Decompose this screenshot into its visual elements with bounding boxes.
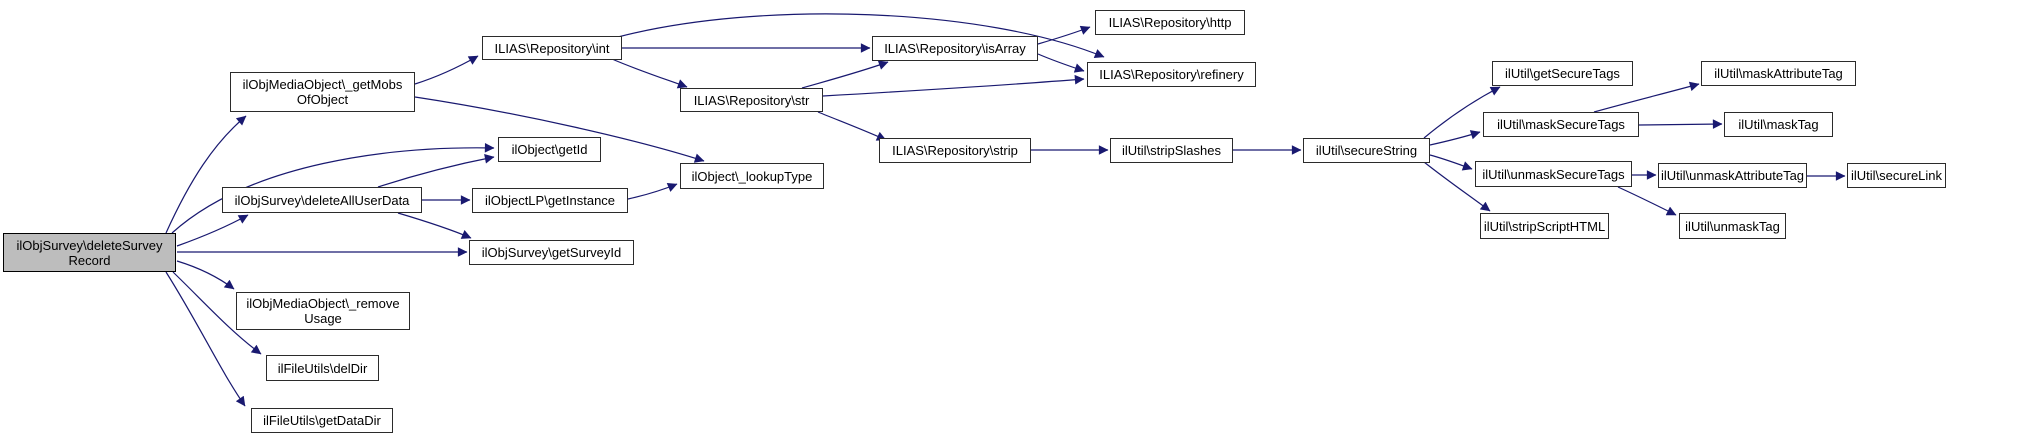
edge-secureString-to-getSecureTags (1423, 86, 1501, 139)
node-repoInt[interactable]: ILIAS\Repository\int (482, 36, 622, 60)
edge-repoStr-to-repoIsArray (801, 60, 889, 89)
edge-getMobsOfObject-to-repoInt (414, 55, 479, 85)
edge-repoInt-to-repoStr (611, 58, 688, 89)
node-getId[interactable]: ilObject\getId (498, 137, 601, 162)
edge-deleteAllUserData-to-getSurveyId (397, 212, 472, 239)
node-repoIsArray[interactable]: ILIAS\Repository\isArray (872, 36, 1038, 61)
node-repoStrip[interactable]: ILIAS\Repository\strip (879, 138, 1031, 163)
edge-deleteSurveyRecord-to-deleteAllUserData (176, 214, 249, 247)
edge-deleteAllUserData-to-getId (377, 154, 495, 188)
edge-repoIsArray-to-repoRefinery (1037, 53, 1085, 73)
edge-deleteSurveyRecord-to-getMobsOfObject (165, 115, 247, 234)
edge-deleteSurveyRecord-to-removeUsage (176, 260, 235, 290)
edge-repoStr-to-repoRefinery (822, 74, 1085, 97)
node-getInstance[interactable]: ilObjectLP\getInstance (472, 188, 628, 213)
edge-unmaskSecureTags-to-unmaskTag (1617, 186, 1677, 216)
edge-maskSecureTags-to-maskTag (1638, 119, 1723, 129)
node-stripSlashes[interactable]: ilUtil\stripSlashes (1110, 138, 1233, 163)
node-unmaskAttributeTag[interactable]: ilUtil\unmaskAttributeTag (1658, 163, 1807, 188)
node-deleteAllUserData[interactable]: ilObjSurvey\deleteAllUserData (222, 187, 422, 213)
node-stripScriptHTML[interactable]: ilUtil\stripScriptHTML (1480, 213, 1609, 239)
node-maskAttributeTag[interactable]: ilUtil\maskAttributeTag (1701, 61, 1856, 86)
node-getMobsOfObject[interactable]: ilObjMediaObject\_getMobs OfObject (230, 72, 415, 112)
edge-repoIsArray-to-repoHttp (1037, 25, 1091, 45)
node-repoHttp[interactable]: ILIAS\Repository\http (1095, 10, 1245, 35)
node-getDataDir[interactable]: ilFileUtils\getDataDir (251, 408, 393, 433)
edge-repoStr-to-repoStrip (817, 111, 887, 141)
edge-secureString-to-unmaskSecureTags (1429, 154, 1473, 171)
node-unmaskTag[interactable]: ilUtil\unmaskTag (1679, 213, 1786, 239)
node-delDir[interactable]: ilFileUtils\delDir (266, 355, 379, 381)
edge-secureString-to-maskSecureTags (1429, 130, 1481, 146)
node-lookupType[interactable]: ilObject\_lookupType (680, 163, 824, 189)
node-repoRefinery[interactable]: ILIAS\Repository\refinery (1087, 62, 1256, 87)
edge-deleteSurveyRecord-to-getId (171, 143, 495, 234)
edge-deleteSurveyRecord-to-delDir (172, 271, 262, 355)
node-getSurveyId[interactable]: ilObjSurvey\getSurveyId (469, 240, 634, 265)
node-secureString[interactable]: ilUtil\secureString (1303, 138, 1430, 163)
edge-maskSecureTags-to-maskAttributeTag (1593, 81, 1700, 113)
node-repoStr[interactable]: ILIAS\Repository\str (680, 88, 823, 112)
node-secureLink[interactable]: ilUtil\secureLink (1847, 163, 1946, 188)
node-getSecureTags[interactable]: ilUtil\getSecureTags (1492, 61, 1633, 86)
node-maskSecureTags[interactable]: ilUtil\maskSecureTags (1483, 112, 1639, 137)
edge-secureString-to-stripScriptHTML (1423, 161, 1491, 212)
edge-deleteSurveyRecord-to-getDataDir (165, 271, 246, 407)
edge-getMobsOfObject-to-lookupType (414, 96, 705, 163)
node-deleteSurveyRecord[interactable]: ilObjSurvey\deleteSurvey Record (3, 233, 176, 272)
node-removeUsage[interactable]: ilObjMediaObject\_remove Usage (236, 292, 410, 330)
node-maskTag[interactable]: ilUtil\maskTag (1724, 112, 1833, 137)
edge-repoInt-to-repoRefinery (617, 13, 1105, 58)
edge-getInstance-to-lookupType (627, 183, 678, 200)
node-unmaskSecureTags[interactable]: ilUtil\unmaskSecureTags (1475, 161, 1632, 187)
